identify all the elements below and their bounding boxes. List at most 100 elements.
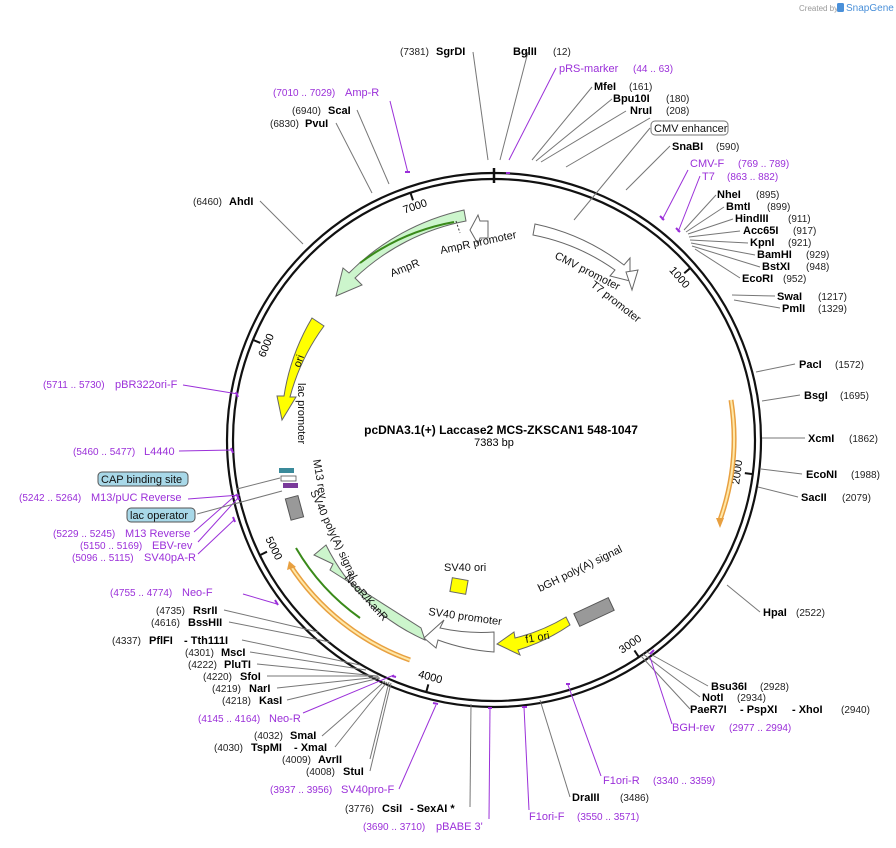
primer-m13-puc-reverse[interactable]: M13/pUC Reverse — [91, 492, 181, 504]
enzyme-bmti[interactable]: BmtI — [726, 201, 750, 213]
enzyme-xmai[interactable]: - XmaI — [294, 742, 327, 754]
enzyme-msci[interactable]: MscI — [221, 647, 245, 659]
enzyme-pos-smai: (4032) — [254, 731, 283, 742]
enzyme-csii[interactable]: CsiI — [382, 803, 402, 815]
feature-label-ori[interactable]: ori — [292, 353, 307, 369]
enzyme-paci[interactable]: PacI — [799, 359, 822, 371]
enzyme-noti[interactable]: NotI — [702, 692, 723, 704]
primer-m13-reverse[interactable]: M13 Reverse — [125, 528, 190, 540]
primer-amp-r[interactable]: Amp-R — [345, 87, 379, 99]
enzyme-kasi[interactable]: KasI — [259, 695, 282, 707]
enzyme-swai[interactable]: SwaI — [777, 291, 802, 303]
enzyme-bsu36i[interactable]: Bsu36I — [711, 681, 747, 693]
primer-ebv-rev[interactable]: EBV-rev — [152, 540, 193, 552]
enzyme-stui[interactable]: StuI — [343, 766, 364, 778]
f1-ori-arrow[interactable] — [496, 616, 571, 657]
primer-l4440[interactable]: L4440 — [144, 446, 175, 458]
primer-range-pbr322ori-f: (5711 .. 5730) — [43, 380, 105, 391]
enzyme-sfoi[interactable]: SfoI — [240, 671, 261, 683]
enzyme-ahdi[interactable]: AhdI — [229, 196, 253, 208]
enzyme-econi[interactable]: EcoNI — [806, 469, 837, 481]
neor-kanr-arrow[interactable] — [313, 544, 426, 641]
primer-prs-marker[interactable]: pRS-marker — [559, 63, 619, 75]
ampr-promoter-arrow[interactable] — [469, 213, 489, 246]
enzyme-nrui[interactable]: NruI — [630, 105, 652, 117]
enzyme-pspxi[interactable]: - PspXI — [740, 704, 777, 716]
enzyme-draiii[interactable]: DraIII — [572, 792, 600, 804]
enzyme-kpni[interactable]: KpnI — [750, 237, 774, 249]
enzyme-pos-xhoi: (2940) — [841, 705, 870, 716]
lac-operator-box[interactable] — [126, 507, 196, 523]
enzyme-bsgi[interactable]: BsgI — [804, 390, 828, 402]
feature-label-lac-promoter[interactable]: lac promoter — [295, 383, 307, 444]
feature-label-ampr[interactable]: AmpR — [389, 257, 422, 280]
tick-mark — [259, 550, 268, 557]
features-layer — [276, 209, 737, 663]
tick-label: 7000 — [402, 197, 429, 216]
enzyme-sacii[interactable]: SacII — [801, 492, 827, 504]
enzyme-hindiii[interactable]: HindIII — [735, 213, 769, 225]
feature-label-f1-ori[interactable]: f1 ori — [524, 630, 550, 646]
enzyme-pluti[interactable]: PluTI — [224, 659, 251, 671]
primer-f1ori-r[interactable]: F1ori-R — [603, 775, 640, 787]
feature-label-neor-kanr[interactable]: NeoR/KanR — [342, 572, 390, 624]
primer-neo-r[interactable]: Neo-R — [269, 713, 301, 725]
enzyme-pmli[interactable]: PmlI — [782, 303, 805, 315]
t7-promoter-arrow[interactable] — [625, 269, 639, 292]
primer-pbr322ori-f[interactable]: pBR322ori-F — [115, 379, 178, 391]
enzyme-pos-paci: (1572) — [835, 360, 864, 371]
enzyme-paer7i[interactable]: PaeR7I — [690, 704, 727, 716]
enzyme-xhoi[interactable]: - XhoI — [792, 704, 823, 716]
feature-label-bgh-polya[interactable]: bGH poly(A) signal — [536, 543, 624, 594]
enzyme-xcmi[interactable]: XcmI — [808, 433, 834, 445]
enzyme-pflfi[interactable]: PflFI — [149, 635, 173, 647]
enzyme-avrii[interactable]: AvrII — [318, 754, 342, 766]
primer-range-pbabe3: (3690 .. 3710) — [363, 822, 425, 833]
cmv-promoter-arrow[interactable] — [532, 223, 631, 282]
enzyme-smai[interactable]: SmaI — [290, 730, 316, 742]
enzyme-tspmi[interactable]: TspMI — [251, 742, 282, 754]
primer-t7[interactable]: T7 — [702, 171, 715, 183]
cap-binding-site-label[interactable]: CAP binding site — [101, 474, 182, 486]
enzyme-bstxi[interactable]: BstXI — [762, 261, 790, 273]
sv40-ori-box[interactable] — [449, 577, 469, 595]
primer-pbabe3[interactable]: pBABE 3' — [436, 821, 483, 833]
enzyme-bamhi[interactable]: BamHI — [757, 249, 792, 261]
enzyme-nari[interactable]: NarI — [249, 683, 270, 695]
enzyme-scai[interactable]: ScaI — [328, 105, 351, 117]
primer-neo-f[interactable]: Neo-F — [182, 587, 213, 599]
enzyme-tth111i[interactable]: - Tth111I — [184, 635, 228, 647]
enzyme-nhei[interactable]: NheI — [717, 189, 741, 201]
enzyme-pvui[interactable]: PvuI — [305, 118, 328, 130]
feature-label-sv40-ori[interactable]: SV40 ori — [444, 562, 486, 574]
enzyme-sexai[interactable]: - SexAI * — [410, 803, 455, 815]
enzyme-bglii[interactable]: BglII — [513, 46, 537, 58]
sv40-polya-box[interactable] — [284, 494, 305, 521]
ori-arrow[interactable] — [276, 317, 325, 422]
primer-sv40pro-f[interactable]: SV40pro-F — [341, 784, 394, 796]
sv40-promoter-arrow[interactable] — [423, 619, 495, 653]
enzyme-mfei[interactable]: MfeI — [594, 81, 616, 93]
enzyme-bsshii[interactable]: BssHII — [188, 617, 222, 629]
bgh-polya-box[interactable] — [573, 596, 615, 628]
lac-operator-label[interactable]: lac operator — [130, 510, 188, 522]
primer-sv40pa-r[interactable]: SV40pA-R — [144, 552, 196, 564]
ampr-arrow[interactable] — [335, 209, 467, 297]
enzyme-acc65i[interactable]: Acc65I — [743, 225, 778, 237]
enzyme-snabi[interactable]: SnaBI — [672, 141, 703, 153]
enzyme-hpai[interactable]: HpaI — [763, 607, 787, 619]
cap-binding-site-box[interactable] — [97, 471, 189, 487]
primer-bgh-rev[interactable]: BGH-rev — [672, 722, 715, 734]
enzyme-pos-kasi: (4218) — [222, 696, 251, 707]
primer-f1ori-f[interactable]: F1ori-F — [529, 811, 565, 823]
plasmid-length: 7383 bp — [474, 437, 514, 449]
cmv-enhancer-box[interactable] — [650, 120, 729, 136]
enzyme-sgrdi[interactable]: SgrDI — [436, 46, 465, 58]
enzyme-rsrii[interactable]: RsrII — [193, 605, 217, 617]
enzyme-ecori[interactable]: EcoRI — [742, 273, 773, 285]
primer-cmv-f[interactable]: CMV-F — [690, 158, 725, 170]
cmv-enhancer-label[interactable]: CMV enhancer — [654, 123, 728, 135]
enzyme-pos-tspmi: (4030) — [214, 743, 243, 754]
enzyme-bpu10i[interactable]: Bpu10I — [613, 93, 650, 105]
